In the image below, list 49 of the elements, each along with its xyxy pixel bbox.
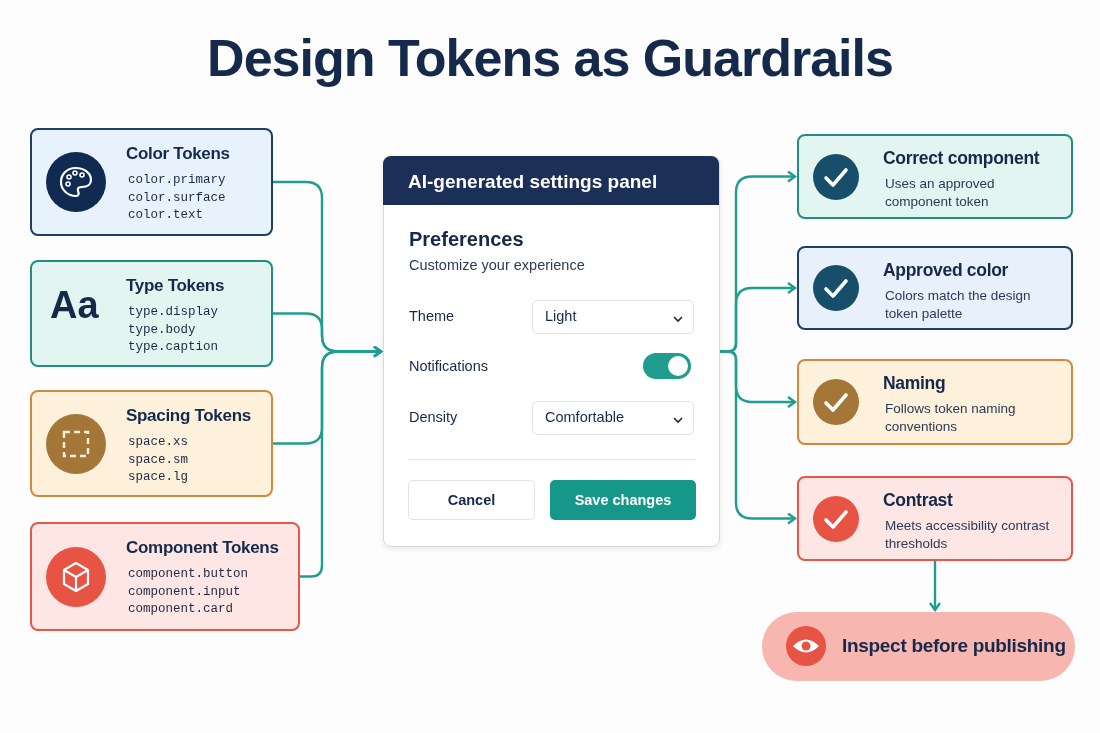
- arrow: [300, 345, 383, 578]
- token-name: color.text: [128, 208, 203, 222]
- token-name: color.surface: [128, 190, 226, 205]
- pill-label: Inspect before publishing: [842, 635, 1066, 657]
- token-name: space.sm: [128, 452, 188, 467]
- arrow: [720, 350, 797, 525]
- card-heading: Contrast: [883, 490, 953, 511]
- field-label: Notifications: [409, 358, 488, 374]
- check-card: [797, 134, 1073, 219]
- header-title: AI-generated settings panel: [408, 171, 658, 193]
- token-name: color.primary: [128, 173, 226, 187]
- card-description: Follows token naming conventions: [885, 400, 1017, 436]
- check-card: [797, 476, 1073, 561]
- card-description: Uses an approved component token: [885, 175, 996, 211]
- token-card: [30, 260, 273, 367]
- token-card: [30, 522, 300, 631]
- token-name: type.body: [128, 322, 196, 337]
- panel-heading: Preferences: [409, 228, 524, 251]
- arrow: [928, 561, 942, 612]
- token-card: [30, 390, 273, 497]
- type-glyph: Aa: [50, 284, 99, 327]
- settings-panel: [383, 156, 720, 547]
- card-heading: Component Tokens: [126, 538, 279, 558]
- card-heading: Color Tokens: [126, 144, 230, 164]
- card-heading: Correct component: [883, 148, 1040, 169]
- token-name: type.display: [128, 305, 218, 319]
- token-card: [30, 128, 273, 236]
- token-name: type.caption: [128, 340, 218, 354]
- panel-subtitle: Customize your experience: [409, 257, 585, 273]
- check-card: [797, 359, 1073, 445]
- card-description: Colors match the design token palette: [885, 287, 1032, 323]
- dropdown-select: Comfortable: [532, 401, 694, 435]
- token-name: component.input: [128, 584, 241, 599]
- card-heading: Approved color: [883, 260, 1009, 281]
- card-heading: Naming: [883, 373, 946, 394]
- card-description: Meets accessibility contrast thresholds: [885, 517, 1051, 553]
- token-name: space.xs: [128, 435, 188, 449]
- dropdown-select: Light: [532, 300, 694, 334]
- title: Design Tokens as Guardrails: [206, 28, 894, 88]
- token-name: component.button: [128, 567, 249, 581]
- field-label: Density: [409, 409, 458, 425]
- card-heading: Type Tokens: [126, 276, 225, 296]
- save-button: Save changes: [550, 480, 696, 520]
- token-name: space.lg: [128, 470, 188, 484]
- card-heading: Spacing Tokens: [126, 406, 251, 426]
- field-label: Theme: [409, 308, 455, 324]
- cancel-button: Cancel: [408, 480, 535, 520]
- check-card: [797, 246, 1073, 330]
- token-name: component.card: [128, 602, 234, 616]
